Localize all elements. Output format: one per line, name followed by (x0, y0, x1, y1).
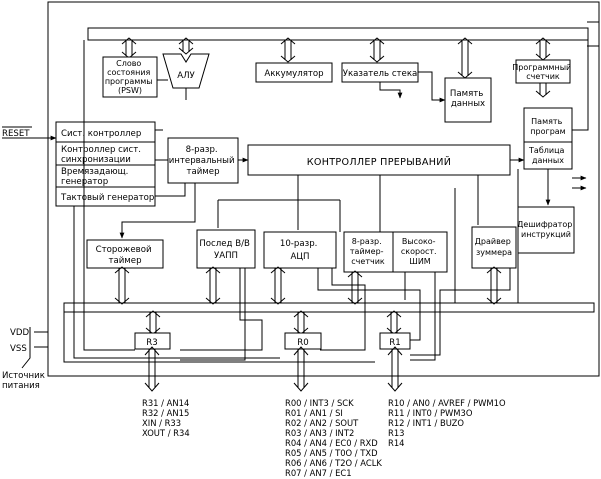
interrupt-request-lines (217, 175, 479, 303)
power-source-label: Источник питания (2, 371, 48, 391)
r3-pin-0: R31 / AN14 (142, 398, 189, 408)
r0-pin-7: R07 / AN7 / EC1 (285, 468, 352, 478)
interval-timer-block (167, 137, 239, 184)
alu-label: АЛУ (177, 71, 195, 81)
r3-pin-2: XIN / R33 (142, 418, 181, 428)
accumulator-label: Аккумулятор (264, 69, 323, 79)
chip-boundary (47, 1, 600, 377)
peripheral-port-wires (63, 40, 511, 363)
bottom-internal-bus (63, 302, 595, 313)
serial-io-block (196, 229, 256, 269)
reset-label: RESET (2, 129, 30, 139)
vss-label: VSS (10, 344, 27, 354)
interval-timer-label: 8-разр. интервальный таймер (169, 145, 238, 177)
r0-pin-4: R04 / AN4 / EC0 / RXD (285, 438, 378, 448)
program-counter-label: Программный счетчик (512, 63, 574, 81)
r0-pin-0: R00 / INT3 / SCK (285, 398, 354, 408)
timing-generator-label: Времязадающ. генератор (61, 167, 131, 187)
timer-counter-block (343, 231, 394, 273)
clock-generator-label: Тактовый генератор (60, 193, 154, 203)
r3-pin-list: R31 / AN14 R32 / AN15 XIN / R33 XOUT / R… (142, 398, 192, 438)
stack-pointer-label: Указатель стека (343, 69, 418, 79)
r1-pin-list: R10 / AN0 / AVREF / PWM1O R11 / INT0 / P… (388, 398, 508, 448)
pwm-block (392, 231, 448, 273)
pin-arrows (144, 346, 403, 392)
r0-pin-5: R05 / AN5 / T0O / TXD (285, 448, 378, 458)
program-memory-block (523, 107, 573, 170)
instruction-decoder-block (517, 206, 575, 254)
accumulator-block (255, 62, 333, 83)
buzzer-driver-label: Драйвер зуммера (475, 237, 514, 257)
watchdog-timer-label: Сторожевой таймер (96, 245, 155, 266)
data-table-label: Таблица данных (528, 146, 567, 165)
system-controller-label: Сист. контроллер (61, 129, 141, 139)
r0-pin-2: R02 / AN2 / SOUT (285, 418, 359, 428)
vdd-label: VDD (10, 328, 29, 338)
port-r1-label: R1 (389, 338, 400, 348)
serial-io-label: Послед В/В УАПП (199, 239, 252, 261)
r0-pin-6: R06 / AN6 / T2O / ACLK (285, 458, 382, 468)
program-memory-label: Память програм (530, 117, 565, 136)
r1-pin-2: R12 / INT1 / BUZO (388, 418, 464, 428)
port-r3-label: R3 (146, 338, 157, 348)
interrupt-controller-block (247, 144, 511, 176)
port-r3-block (134, 332, 171, 350)
r0-pin-1: R01 / AN1 / SI (285, 408, 343, 418)
program-counter-block (515, 59, 571, 84)
buzzer-driver-block (471, 226, 517, 269)
r1-pin-1: R11 / INT0 / PWM3O (388, 408, 473, 418)
r0-pin-list: R00 / INT3 / SCK R01 / AN1 / SI R02 / AN… (285, 398, 385, 478)
system-controller-stack (55, 121, 156, 207)
r3-pin-1: R32 / AN15 (142, 408, 189, 418)
instruction-decoder-label: Дешифратор инструкций (517, 220, 575, 239)
r1-pin-0: R10 / AN0 / AVREF / PWM1O (388, 398, 506, 408)
adc-block (263, 231, 337, 269)
port-r1-block (379, 332, 411, 350)
bus-connectors-bottom (114, 266, 502, 335)
r3-pin-3: XOUT / R34 (142, 428, 190, 438)
adc-label: 10-разр. АЦП (280, 239, 320, 262)
pwm-label: Высоко- скорост. ШИМ (401, 237, 439, 266)
alu-block (162, 53, 210, 89)
top-internal-bus (87, 27, 589, 41)
timer-counter-label: 8-разр. таймер- счетчик (350, 237, 386, 266)
port-r0-label: R0 (297, 338, 308, 348)
r1-pin-4: R14 (388, 438, 404, 448)
sync-controller-label: Контроллер сист. синхронизации (61, 145, 144, 165)
psw-label: Слово состояния программы (PSW) (105, 59, 155, 95)
r1-pin-3: R13 (388, 428, 404, 438)
data-memory-label: Память данных (450, 89, 486, 109)
psw-block (102, 56, 158, 98)
interrupt-controller-label: КОНТРОЛЛЕР ПРЕРЫВАНИЙ (307, 155, 451, 168)
r0-pin-3: R03 / AN3 / INT2 (285, 428, 354, 438)
